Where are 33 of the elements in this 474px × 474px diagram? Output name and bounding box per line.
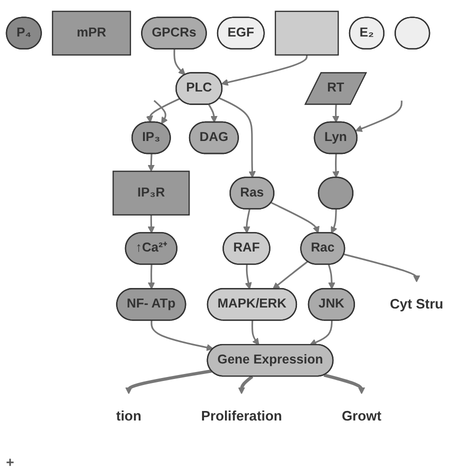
arrow bbox=[332, 154, 340, 178]
arrow bbox=[146, 98, 180, 123]
arrow bbox=[332, 104, 340, 123]
arrow bbox=[272, 260, 308, 290]
arrow bbox=[355, 100, 402, 132]
arrow bbox=[251, 320, 260, 346]
node-text: tion bbox=[116, 408, 142, 424]
node-text: Proliferation bbox=[201, 408, 282, 424]
arrow bbox=[330, 209, 338, 234]
arrow bbox=[208, 104, 218, 123]
arrow bbox=[244, 264, 252, 290]
arrow bbox=[221, 54, 308, 86]
arrow bbox=[309, 320, 333, 346]
arrow bbox=[344, 254, 420, 282]
node-box bbox=[274, 10, 339, 56]
arrow bbox=[150, 320, 214, 351]
node-box: IP₃R bbox=[112, 170, 190, 216]
arrow bbox=[154, 100, 168, 124]
arrow bbox=[148, 264, 155, 290]
arrow bbox=[125, 369, 212, 394]
arrow bbox=[148, 214, 155, 234]
arrow bbox=[238, 375, 254, 394]
arrow bbox=[324, 374, 366, 394]
arrow bbox=[148, 154, 155, 172]
plus-sign: + bbox=[6, 454, 14, 470]
arrow bbox=[218, 97, 256, 178]
arrow bbox=[173, 49, 186, 76]
node-box: mPR bbox=[52, 10, 132, 56]
node-text: Growt bbox=[342, 408, 382, 424]
arrow bbox=[328, 264, 336, 290]
arrow bbox=[243, 209, 250, 234]
node-text: Cyt Stru bbox=[390, 296, 444, 312]
arrow bbox=[270, 202, 320, 234]
